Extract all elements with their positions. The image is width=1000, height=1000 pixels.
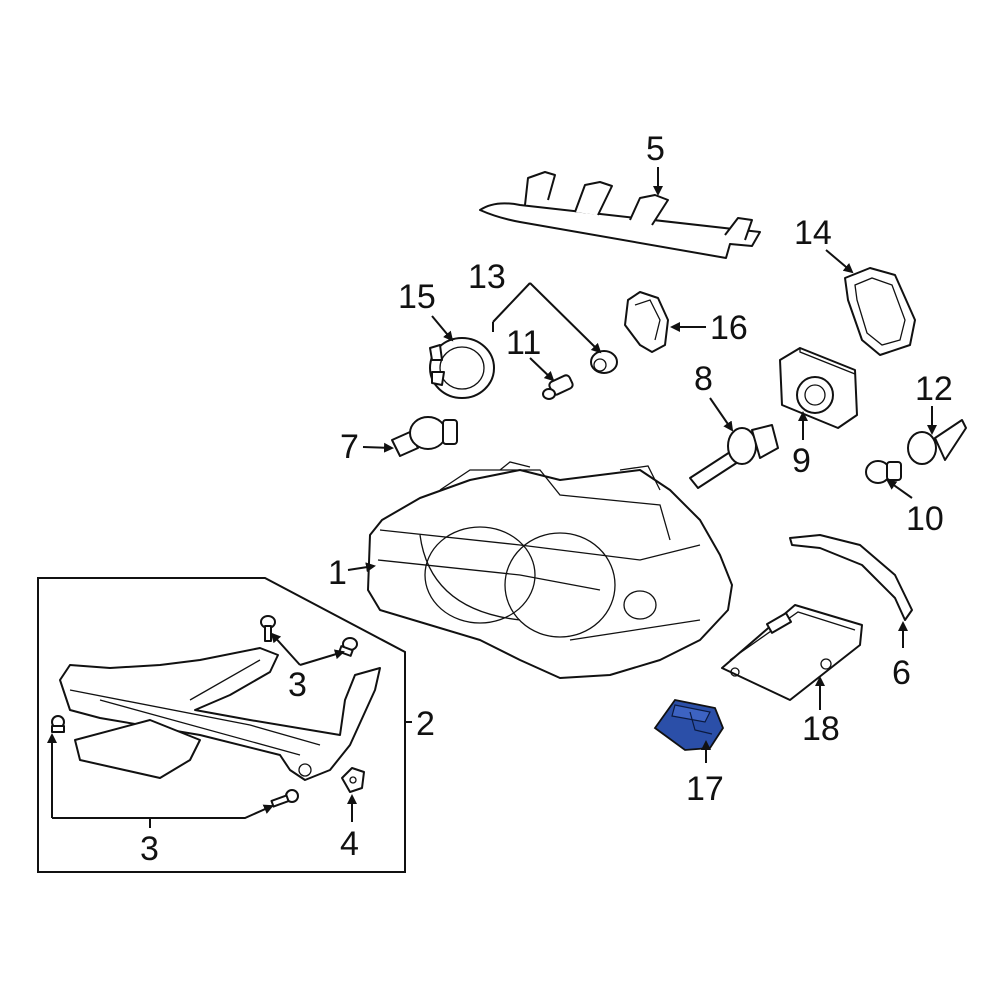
- callout-7: 7: [340, 428, 359, 466]
- callout-9: 9: [792, 442, 811, 480]
- part-5-bracket: [479, 171, 761, 259]
- callout-5: 5: [646, 130, 665, 168]
- callout-16: 16: [710, 309, 748, 347]
- part-2-bracket: [59, 647, 381, 781]
- part-9-housing: [779, 347, 858, 429]
- callout-8: 8: [694, 360, 713, 398]
- screw-3-upper-a: [260, 615, 276, 642]
- part-1-headlamp: [367, 461, 733, 679]
- callout-6: 6: [892, 654, 911, 692]
- screw-3-upper-b: [338, 637, 358, 657]
- leader-lines: [47, 167, 937, 872]
- part-10-bulb: [865, 460, 902, 484]
- part-18-control-unit: [721, 604, 863, 701]
- part-12-socket: [907, 419, 967, 465]
- part-13-bulb: [590, 350, 618, 374]
- part-16-socket-bracket: [624, 291, 669, 353]
- callout-4: 4: [340, 825, 359, 863]
- callout-2: 2: [416, 705, 435, 743]
- callout-17: 17: [686, 770, 724, 808]
- callout-13: 13: [468, 258, 506, 296]
- callout-3-lower: 3: [140, 830, 159, 868]
- part-14-frame: [844, 267, 916, 356]
- part-4-clip-nut: [341, 767, 365, 793]
- part-17-igniter: [653, 699, 725, 751]
- part-7-bulb: [391, 416, 458, 457]
- screw-3-lower: [270, 789, 299, 808]
- callout-3-upper: 3: [288, 666, 307, 704]
- part-15-ring: [429, 337, 495, 399]
- callout-15: 15: [398, 278, 436, 316]
- callout-10: 10: [906, 500, 944, 538]
- callout-1: 1: [328, 554, 347, 592]
- callout-11: 11: [506, 324, 541, 362]
- screw-3-left: [51, 715, 65, 733]
- part-6-trim: [789, 534, 913, 621]
- callout-14: 14: [794, 214, 832, 252]
- part-11-bulb: [542, 374, 574, 400]
- part-8-bulb: [689, 424, 779, 489]
- callout-labels: 1 2 3 3 4 5 6 7 8 9 10 11 12 13 14 15 16…: [140, 130, 953, 868]
- callout-18: 18: [802, 710, 840, 748]
- callout-12: 12: [915, 370, 953, 408]
